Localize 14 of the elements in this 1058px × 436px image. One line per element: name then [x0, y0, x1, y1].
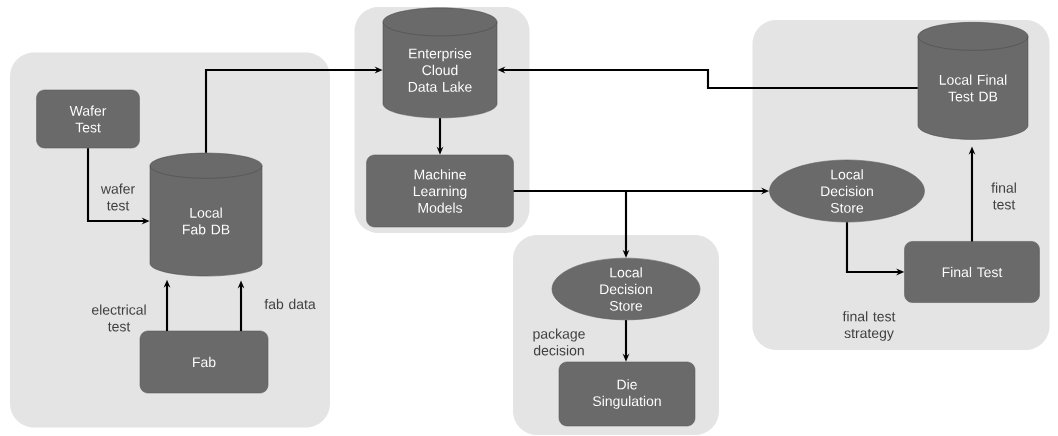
- process-box: Fab: [139, 330, 269, 394]
- edge-label: final test: [991, 182, 1016, 210]
- process-box: Machine Learning Models: [366, 154, 514, 228]
- process-box: Wafer Test: [36, 89, 140, 149]
- edge-label: fab data: [264, 298, 316, 310]
- edge-label: electrical test: [92, 304, 146, 332]
- edge-label: wafer test: [100, 183, 135, 211]
- database-cylinder: Local Fab DB: [149, 152, 263, 277]
- process-box: Die Singulation: [558, 361, 696, 427]
- process-box: Final Test: [904, 241, 1040, 303]
- database-cylinder: Local Final Test DB: [917, 22, 1029, 140]
- edge-label: final test strategy: [842, 311, 896, 341]
- database-cylinder: Enterprise Cloud Data Lake: [382, 7, 498, 119]
- edge-label: package decision: [533, 328, 585, 356]
